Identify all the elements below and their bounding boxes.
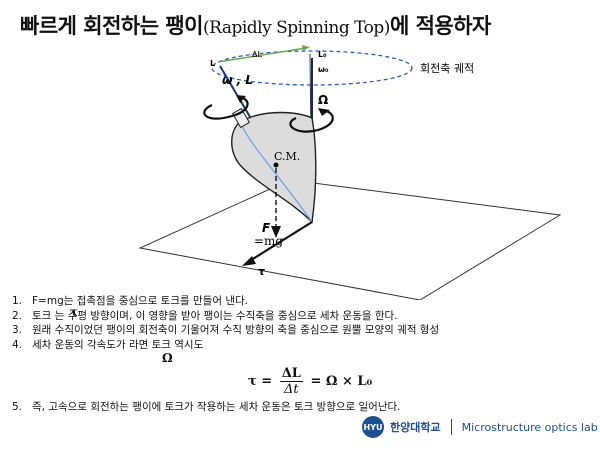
spin-arrowhead — [236, 95, 246, 103]
omega-l-label: ω , L — [222, 73, 253, 87]
eq-lhs: τ = — [248, 374, 273, 389]
delta-l-vector — [217, 47, 307, 63]
list-item: 4.세차 운동의 각속도가 라면 토크 역시도 — [12, 339, 204, 351]
cm-dot — [273, 162, 279, 168]
title-main: 빠르게 회전하는 팽이 — [20, 14, 204, 38]
page-title: 빠르게 회전하는 팽이(Rapidly Spinning Top)에 적용하자 — [20, 10, 491, 40]
spin-arrow — [203, 95, 249, 120]
torque-arrowhead — [242, 256, 256, 266]
title-tail: 에 적용하자 — [389, 14, 491, 38]
inline-tau: τ — [70, 305, 79, 319]
torque-label: τ — [258, 265, 265, 278]
cm-label: C.M. — [274, 150, 300, 163]
torque-vector — [247, 221, 313, 263]
list-item: 5.즉, 고속으로 회전하는 팽이에 토크가 작용하는 세차 운동은 토크 방향… — [12, 401, 401, 413]
list-item: 2.토크 는 수평 방향이며, 이 영향을 받아 팽이는 수직축을 중심으로 세… — [12, 310, 398, 322]
eq-numerator: ΔL — [279, 366, 303, 382]
precession-omega-label: Ω — [318, 93, 328, 107]
top-body — [231, 111, 317, 224]
footer: HYU 한양대학교 Microstructure optics lab — [362, 416, 598, 438]
title-paren: (Rapidly Spinning Top) — [203, 18, 390, 38]
l0-label: L₀ — [318, 50, 327, 59]
omega0-label: ω₀ — [318, 65, 329, 74]
university-logo: HYU — [362, 416, 384, 438]
top-axis-line — [239, 121, 313, 223]
orbit-label: 회전축 궤적 — [420, 62, 474, 75]
list-item: 3.원래 수직이었던 팽이의 회전축이 기울어져 수직 방향의 축을 중심으로 … — [12, 324, 440, 336]
spinning-top-diagram: ΔL L L₀ ω₀ 회전축 궤적 ω , L Ω C.M. F =mg τ — [138, 45, 562, 300]
lab-name: Microstructure optics lab — [461, 420, 598, 434]
ground-plane — [138, 179, 562, 300]
list-item: 1.F=mg는 접촉점을 중심으로 토크를 만들어 낸다. — [12, 295, 248, 307]
gravity-arrowhead — [271, 226, 281, 238]
force-label: F — [262, 221, 271, 235]
university-name: 한양대학교 — [390, 421, 441, 434]
precession-arrowhead — [318, 108, 330, 116]
delta-l-label: ΔL — [252, 50, 262, 59]
eq-denominator: Δt — [284, 382, 299, 397]
eq-fraction: ΔL Δt — [279, 366, 303, 397]
orbit-ellipse — [211, 50, 413, 86]
precession-arrow — [289, 108, 334, 133]
mg-label: =mg — [254, 234, 283, 248]
delta-l-arrowhead — [302, 45, 310, 51]
eq-rhs: = Ω × L₀ — [310, 374, 373, 389]
l-tip-label: L — [210, 59, 215, 68]
footer-divider — [450, 419, 452, 435]
torque-equation: τ = ΔL Δt = Ω × L₀ — [248, 366, 372, 397]
inline-omega: Ω — [162, 351, 173, 365]
